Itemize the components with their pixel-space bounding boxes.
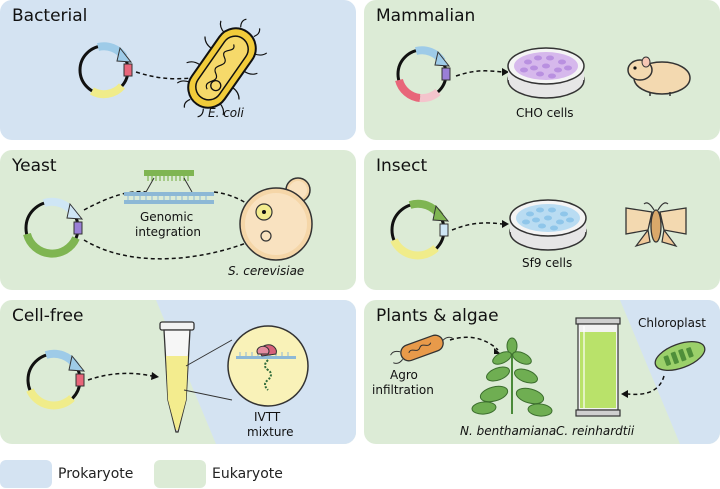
insect-panel: Insect Sf9 cells xyxy=(364,150,720,290)
cellfree-plasmid-icon xyxy=(26,349,159,410)
sf9-dish-icon xyxy=(509,199,587,251)
hamster-icon xyxy=(627,56,691,96)
moth-icon xyxy=(625,202,687,248)
agro-label-line1: Agro xyxy=(390,368,418,382)
eukaryote-swatch xyxy=(154,460,206,488)
ivtt-zoom-icon xyxy=(227,325,309,407)
chloroplast-label: Chloroplast xyxy=(638,316,706,330)
genomic-label-line1: Genomic xyxy=(140,210,194,224)
sf9-cells-label: Sf9 cells xyxy=(522,256,573,270)
prokaryote-legend-label: Prokaryote xyxy=(58,466,134,482)
cellfree-title: Cell-free xyxy=(12,306,84,326)
c-reinhardtii-label: C. reinhardtii xyxy=(556,424,635,438)
ecoli-icon xyxy=(176,18,268,118)
tobacco-plant-icon xyxy=(471,337,553,417)
insect-plasmid-icon xyxy=(390,199,509,260)
prokaryote-swatch xyxy=(0,460,52,488)
agrobacterium-icon xyxy=(390,334,501,364)
plants-title: Plants & algae xyxy=(376,306,499,326)
insect-title: Insect xyxy=(376,156,428,176)
tube-icon xyxy=(159,321,233,433)
mammalian-title: Mammalian xyxy=(376,6,476,26)
ivtt-label-line1: IVTT xyxy=(254,410,281,424)
bioreactor-icon xyxy=(575,317,621,417)
eukaryote-legend-label: Eukaryote xyxy=(212,466,283,482)
mammalian-plasmid-icon xyxy=(395,46,509,103)
cho-cells-label: CHO cells xyxy=(516,106,574,120)
chloroplast-icon xyxy=(621,340,706,398)
ecoli-label: E. coli xyxy=(208,106,244,120)
cellfree-panel: Cell-free IVTT mixture xyxy=(0,300,356,444)
yeast-title: Yeast xyxy=(12,156,57,176)
yeast-cell-icon xyxy=(239,177,313,261)
yeast-panel: Yeast Genomic xyxy=(0,150,356,290)
bacterial-panel: Bacterial E. coli xyxy=(0,0,356,140)
mammalian-panel: Mammalian CHO cells xyxy=(364,0,720,140)
s-cerevisiae-label: S. cerevisiae xyxy=(228,264,305,278)
ivtt-label-line2: mixture xyxy=(247,425,294,439)
plants-panel: Plants & algae Agro infiltration N. bent… xyxy=(364,300,720,444)
n-benthamiana-label: N. benthamiana xyxy=(460,424,557,438)
agro-label-line2: infiltration xyxy=(372,383,434,397)
plants-prokaryote-region xyxy=(620,300,720,444)
cho-dish-icon xyxy=(507,47,585,99)
genomic-label-line2: integration xyxy=(135,225,201,239)
bacterial-title: Bacterial xyxy=(12,6,88,26)
genomic-dna-icon xyxy=(124,170,214,204)
